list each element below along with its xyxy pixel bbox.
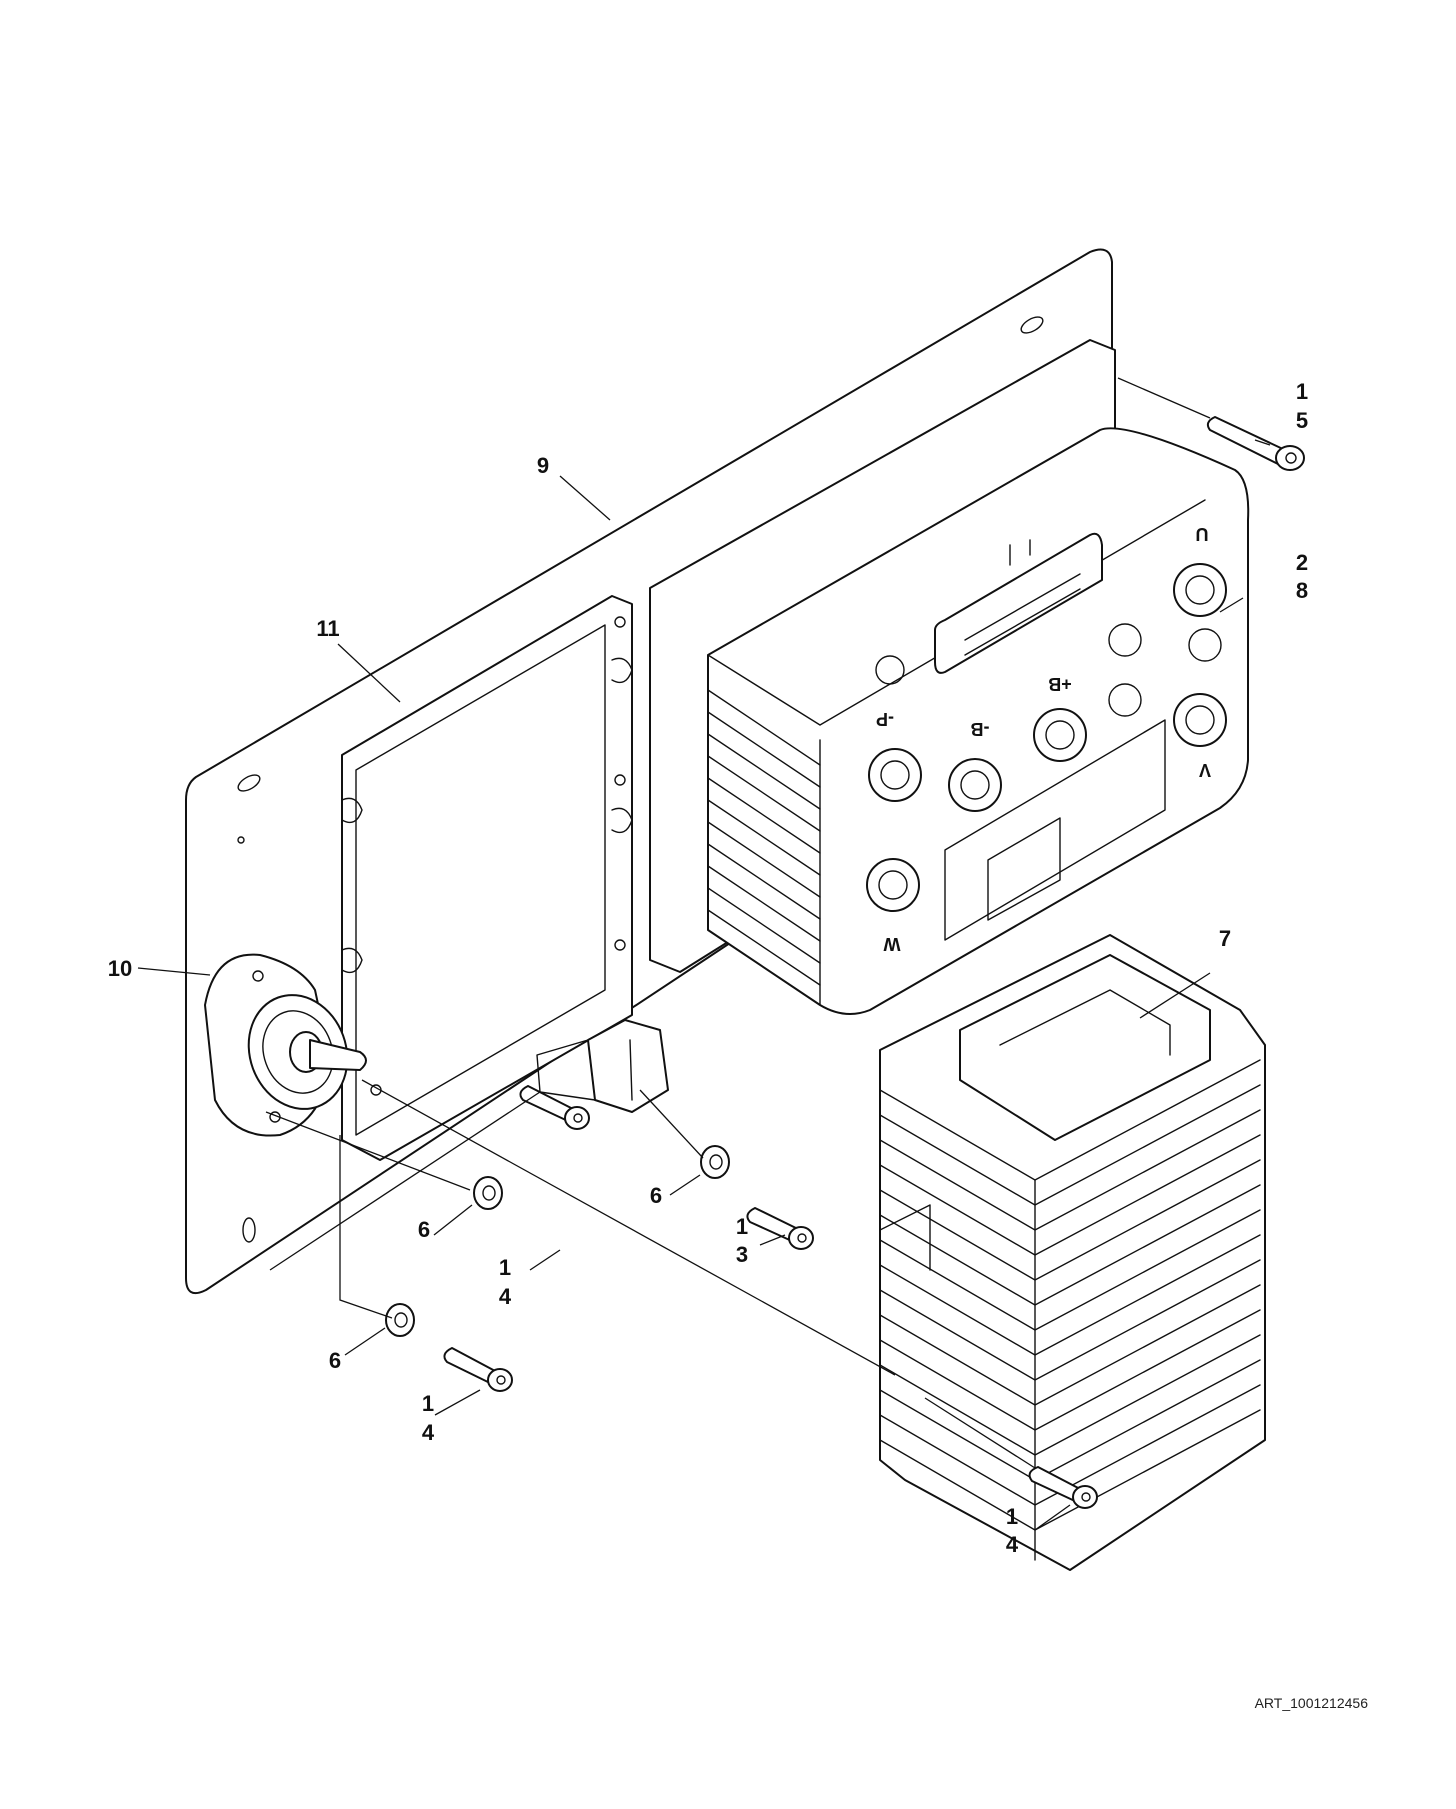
terminal-label-v: V — [1199, 760, 1211, 780]
figure-reference: ART_1001212456 — [1255, 1695, 1369, 1711]
terminal-label-u: U — [1196, 524, 1209, 544]
screw-middle — [746, 1207, 814, 1250]
screw-center — [519, 1085, 590, 1130]
screw-lower-left — [443, 1347, 513, 1392]
callout-labels: 1 5 2 8 9 11 10 7 6 6 6 1 3 1 4 1 4 1 4 — [108, 379, 1308, 1557]
finned-module — [879, 934, 1266, 1571]
callout-leaders — [137, 439, 1271, 1531]
callout-2-8-line2: 8 — [1296, 578, 1308, 603]
callout-10: 10 — [108, 956, 132, 981]
callout-1-4-c-line2: 4 — [1006, 1532, 1019, 1557]
callout-1-4-a-line1: 1 — [499, 1255, 511, 1280]
callout-1-5-line2: 5 — [1296, 408, 1308, 433]
callout-1-4-a-line2: 4 — [499, 1284, 512, 1309]
screws — [443, 416, 1305, 1509]
terminal-label-p-minus: -P — [876, 709, 894, 729]
callout-1-4-b-line2: 4 — [422, 1420, 435, 1445]
callout-1-3-line2: 3 — [736, 1242, 748, 1267]
callout-7: 7 — [1219, 926, 1231, 951]
callout-9: 9 — [537, 453, 549, 478]
washers — [385, 1145, 730, 1337]
thermal-pad — [341, 595, 633, 1161]
callout-11: 11 — [316, 616, 339, 641]
terminal-label-b-plus: +B — [1048, 674, 1072, 694]
callout-6-c: 6 — [329, 1348, 341, 1373]
controller-fins — [707, 689, 821, 1006]
terminal-label-b-minus: -B — [971, 719, 990, 739]
screw-top-right — [1206, 416, 1305, 471]
assembly-lines — [265, 377, 1211, 1469]
terminal-label-w: W — [884, 934, 901, 954]
signal-connector — [934, 532, 1103, 674]
callout-2-8-line1: 2 — [1296, 550, 1308, 575]
callout-6-a: 6 — [418, 1217, 430, 1242]
callout-6-b: 6 — [650, 1183, 662, 1208]
module-fins — [879, 1059, 1261, 1561]
screw-bottom-right — [1028, 1466, 1098, 1509]
callout-1-5-line1: 1 — [1296, 379, 1308, 404]
motor-controller: U -P -B +B V W — [649, 339, 1250, 1015]
connector-clip — [536, 1019, 669, 1113]
callout-1-4-b-line1: 1 — [422, 1391, 434, 1416]
terminal-labels: U -P -B +B V W — [876, 524, 1211, 954]
potentiometer-assembly — [204, 953, 367, 1137]
power-terminals — [866, 563, 1227, 912]
callout-1-3-line1: 1 — [736, 1214, 748, 1239]
callout-1-4-c-line1: 1 — [1006, 1504, 1018, 1529]
